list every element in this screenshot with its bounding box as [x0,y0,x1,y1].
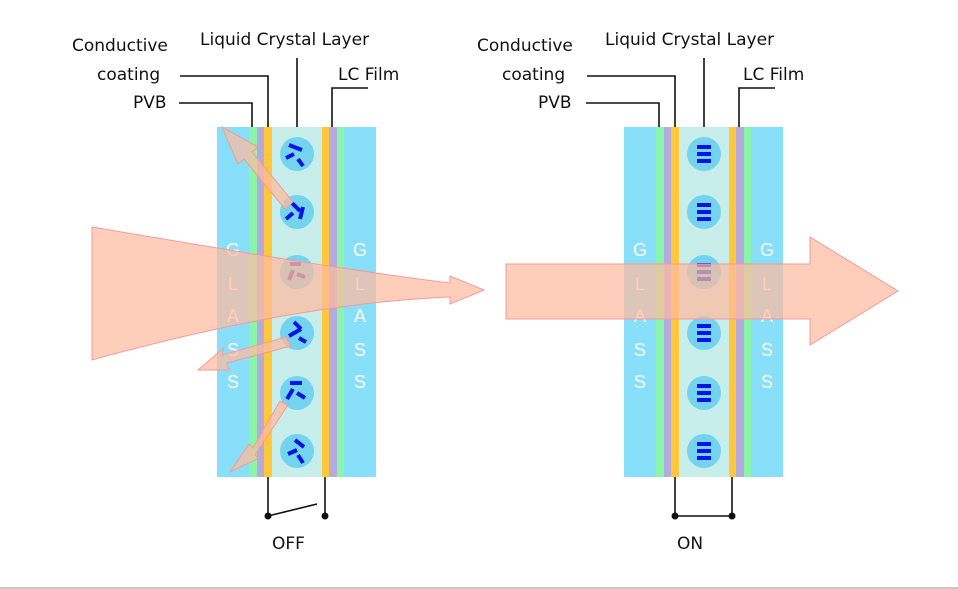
crystal-molecule [697,217,711,221]
crystal-molecule [287,327,303,338]
crystal-molecule [288,143,303,152]
terminal-dot [321,512,329,520]
scattered-light-arrow [196,336,292,371]
glass-letter-left: G [633,240,647,260]
crystal-molecule [697,384,711,388]
crystal-molecule [697,203,711,207]
crystal-molecule [697,449,711,453]
conductive-label-line2: coating [502,65,565,85]
conductive-label-line1: Conductive [72,36,168,56]
crystal-molecule [697,331,711,335]
glass-letter-right: S [761,340,773,360]
glass-letter-right: S [354,372,366,392]
crystal-molecule [697,456,711,460]
transmitted-light-arrow [505,236,899,346]
pvb-leader-line [586,102,660,127]
crystal-molecule [296,453,305,465]
crystal-molecule [697,338,711,342]
lc-film-leader-line [331,87,368,127]
conductive-leader-line [180,75,269,127]
crystal-molecule [697,210,711,214]
crystal-molecule [295,391,307,400]
glass-letter-left: S [634,372,646,392]
glass-letter-right: S [761,372,773,392]
lc-film-leader-line [738,87,775,127]
crystal-molecule [290,201,302,213]
crystal-molecule [285,387,295,401]
panel-off: GGLLAASSSSConductivecoatingPVBLiquid Cry… [72,30,486,554]
crystal-molecule [697,145,711,149]
glass-letter-right: S [354,340,366,360]
pvb-label: PVB [538,93,572,113]
terminal-dot [728,512,736,520]
state-label: ON [677,534,703,554]
incident-light-beam [91,226,486,361]
scattered-light-arrow [220,125,294,210]
crystal-molecule [697,442,711,446]
glass-letter-right: G [353,240,367,260]
crystal-molecule [697,398,711,402]
glass-letter-left: S [227,372,239,392]
glass-letter-right: G [760,240,774,260]
crystal-molecule [697,391,711,395]
crystal-molecule [697,159,711,163]
conductive-label-line2: coating [97,65,160,85]
glass-letter-left: S [634,340,646,360]
crystal-molecule [293,438,306,449]
glass-letter-right: A [354,306,366,326]
crystal-molecule [697,324,711,328]
liquid-crystal-layer-label: Liquid Crystal Layer [200,30,369,50]
liquid-crystal-droplet [280,137,314,171]
state-label: OFF [272,534,305,554]
pvb-leader-line [179,102,253,127]
crystal-molecule [296,157,305,168]
pvb-label: PVB [133,93,167,113]
crystal-molecule [285,152,295,160]
liquid-crystal-layer-label: Liquid Crystal Layer [605,30,774,50]
conductive-leader-line [587,75,676,127]
scattered-light-arrow [228,400,289,474]
lc-film-label: LC Film [338,65,399,85]
crystal-molecule [697,152,711,156]
crystal-molecule [298,206,305,220]
terminal-dot [671,512,679,520]
crystal-molecule [284,211,295,221]
conductive-label-line1: Conductive [477,36,573,56]
switch-open [267,503,318,517]
crystal-molecule [298,336,307,344]
terminal-dot [264,512,272,520]
lc-film-label: LC Film [743,65,804,85]
crystal-molecule [287,448,298,456]
bottom-divider [0,587,958,589]
panel-on: GGLLAASSSSConductivecoatingPVBLiquid Cry… [477,30,899,554]
